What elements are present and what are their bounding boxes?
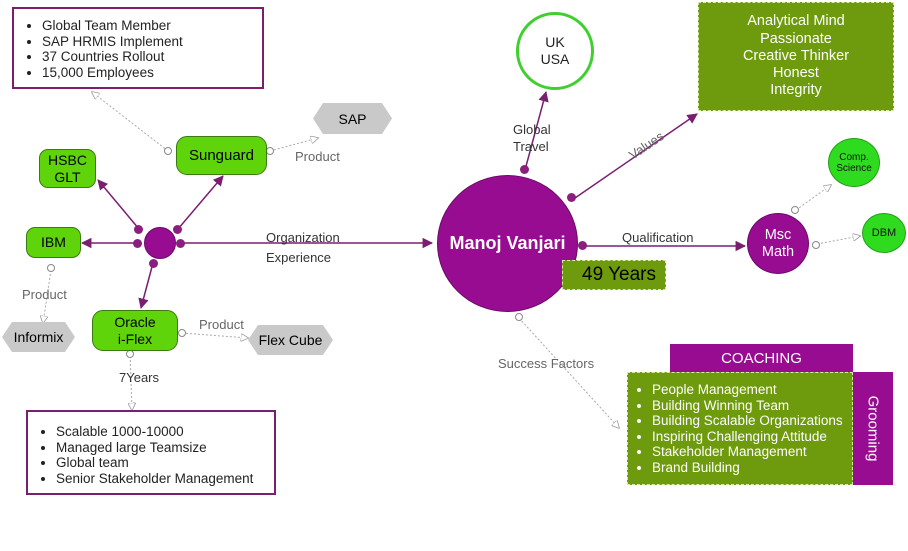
- node-label: IBM: [41, 234, 66, 250]
- value-item: Passionate: [760, 30, 832, 47]
- product-label: Product: [199, 317, 244, 332]
- sap-project-box: Global Team Member SAP HRMIS Implement 3…: [12, 7, 264, 89]
- node-label: USA: [540, 51, 570, 67]
- node-label: HSBC: [48, 151, 87, 168]
- organization-hub[interactable]: [144, 227, 176, 259]
- center-person-node[interactable]: Manoj Vanjari: [437, 175, 578, 312]
- node-label: i-Flex: [117, 330, 153, 347]
- node-label: GLT: [54, 168, 81, 185]
- list-item: Managed large Teamsize: [56, 440, 274, 456]
- node-label: SAP: [338, 110, 367, 127]
- coaching-title: COACHING: [721, 350, 802, 367]
- connector-ring: [47, 264, 55, 272]
- node-label: Comp.: [839, 151, 869, 163]
- list-item: 37 Countries Rollout: [42, 49, 262, 65]
- product-label: Product: [295, 149, 340, 164]
- grooming-label: Grooming: [864, 395, 882, 462]
- coaching-header: COACHING: [670, 344, 853, 373]
- list-item: Global team: [56, 455, 274, 471]
- list-item: SAP HRMIS Implement: [42, 34, 262, 50]
- experience-label: Experience: [266, 250, 332, 265]
- connector-ring: [178, 329, 186, 337]
- list-item: People Management: [652, 382, 852, 398]
- years-label: 7Years: [119, 370, 159, 385]
- node-label: Math: [761, 243, 795, 260]
- node-label: UK: [545, 34, 565, 50]
- global-label: Global: [513, 122, 551, 137]
- connector-ring: [126, 350, 134, 358]
- node-label: Science: [836, 162, 872, 174]
- list-item: Brand Building: [652, 460, 852, 476]
- connector-ring: [791, 206, 799, 214]
- list-item: Building Winning Team: [652, 398, 852, 414]
- travel-countries-node[interactable]: UK USA: [516, 12, 594, 90]
- list-item: Global Team Member: [42, 18, 262, 34]
- grooming-side: Grooming: [852, 372, 893, 485]
- list-item: Building Scalable Organizations: [652, 413, 852, 429]
- node-label: Oracle: [114, 313, 156, 330]
- node-label: Sunguard: [188, 147, 255, 164]
- connector-dot: [578, 241, 587, 250]
- age-text: 49 Years: [582, 264, 656, 285]
- connector-dot: [134, 225, 143, 234]
- connector-dot: [567, 193, 576, 202]
- value-item: Creative Thinker: [742, 47, 850, 64]
- list-item: 15,000 Employees: [42, 65, 262, 81]
- hsbc-node[interactable]: HSBC GLT: [39, 149, 96, 188]
- connector-ring: [164, 147, 172, 155]
- value-item: Analytical Mind: [747, 13, 845, 30]
- node-label: DBM: [871, 227, 897, 239]
- age-badge: 49 Years: [562, 260, 666, 290]
- connector-dot: [520, 165, 529, 174]
- connector-dot: [173, 225, 182, 234]
- flex-cube-product-node[interactable]: Flex Cube: [248, 325, 333, 355]
- coaching-skills-box: People Management Building Winning Team …: [627, 372, 853, 485]
- sunguard-node[interactable]: Sunguard: [176, 136, 267, 175]
- list-item: Scalable 1000-10000: [56, 424, 274, 440]
- success-factors-label: Success Factors: [498, 356, 595, 371]
- comp-science-node[interactable]: Comp. Science: [828, 138, 880, 187]
- node-label: Flex Cube: [258, 332, 323, 348]
- value-item: Honest: [773, 65, 819, 82]
- travel-label: Travel: [513, 139, 549, 154]
- node-label: Msc: [764, 226, 792, 243]
- dbm-node[interactable]: DBM: [862, 213, 906, 253]
- list-item: Stakeholder Management: [652, 444, 852, 460]
- connector-ring: [515, 313, 523, 321]
- connector-dot: [149, 259, 158, 268]
- organization-label: Organization: [266, 230, 340, 245]
- oracle-project-box: Scalable 1000-10000 Managed large Teamsi…: [26, 410, 276, 495]
- qualification-label: Qualification: [622, 230, 694, 245]
- ibm-node[interactable]: IBM: [26, 227, 81, 258]
- node-label: Informix: [13, 329, 64, 345]
- values-box: Analytical Mind Passionate Creative Thin…: [698, 2, 894, 111]
- sap-product-node[interactable]: SAP: [313, 103, 392, 134]
- person-name: Manoj Vanjari: [449, 233, 566, 253]
- connector-ring: [812, 241, 820, 249]
- product-label: Product: [22, 287, 67, 302]
- value-item: Integrity: [770, 82, 822, 99]
- degree-node[interactable]: Msc Math: [747, 213, 809, 274]
- oracle-node[interactable]: Oracle i-Flex: [92, 310, 178, 351]
- informix-product-node[interactable]: Informix: [2, 322, 75, 352]
- connector-ring: [266, 147, 274, 155]
- list-item: Senior Stakeholder Management: [56, 471, 274, 487]
- connector-dot: [133, 239, 142, 248]
- connector-dot: [176, 239, 185, 248]
- list-item: Inspiring Challenging Attitude: [652, 429, 852, 445]
